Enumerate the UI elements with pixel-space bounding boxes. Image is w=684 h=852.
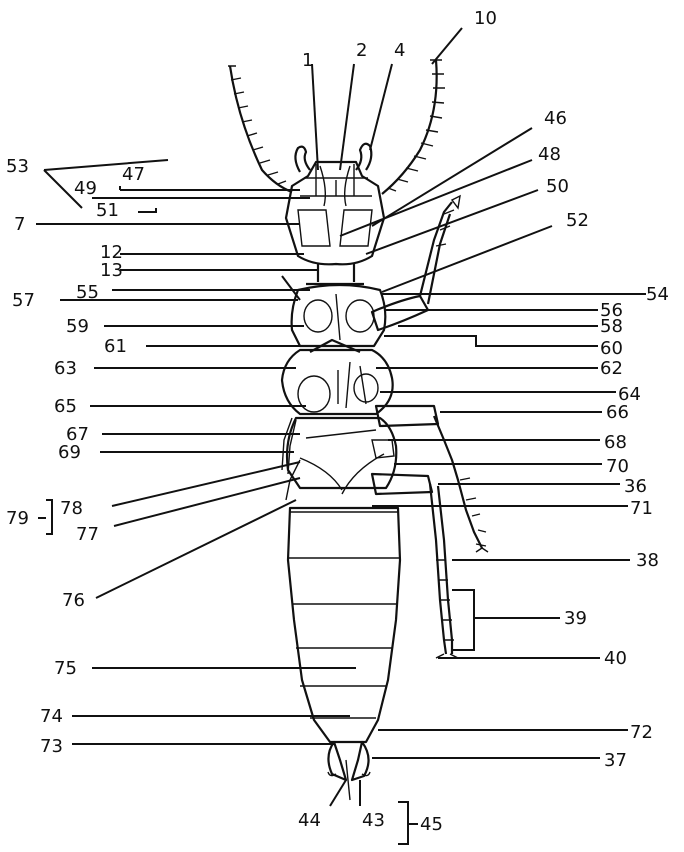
label-13: 13 xyxy=(100,260,123,281)
label-38: 38 xyxy=(636,550,659,571)
label-60: 60 xyxy=(600,338,623,359)
left-antenna xyxy=(228,66,292,192)
label-46: 46 xyxy=(544,108,567,129)
right-midleg xyxy=(376,406,488,552)
label-58: 58 xyxy=(600,316,623,337)
label-70: 70 xyxy=(606,456,629,477)
label-48: 48 xyxy=(538,144,561,165)
part-labels: 1 2 4 10 46 48 50 52 53 47 49 51 7 12 13… xyxy=(6,8,669,835)
label-50: 50 xyxy=(546,176,569,197)
label-4: 4 xyxy=(394,40,405,61)
label-69: 69 xyxy=(58,442,81,463)
label-72: 72 xyxy=(630,722,653,743)
label-79: 79 xyxy=(6,508,29,529)
label-65: 65 xyxy=(54,396,77,417)
label-43: 43 xyxy=(362,810,385,831)
label-74: 74 xyxy=(40,706,63,727)
metathorax xyxy=(287,418,396,494)
label-47: 47 xyxy=(122,164,145,185)
label-63: 63 xyxy=(54,358,77,379)
label-44: 44 xyxy=(298,810,321,831)
label-2: 2 xyxy=(356,40,367,61)
label-10: 10 xyxy=(474,8,497,29)
right-antenna xyxy=(382,60,445,194)
label-76: 76 xyxy=(62,590,85,611)
label-39: 39 xyxy=(564,608,587,629)
terminal-segments xyxy=(328,742,370,800)
label-54: 54 xyxy=(646,284,669,305)
label-37: 37 xyxy=(604,750,627,771)
label-61: 61 xyxy=(104,336,127,357)
label-45: 45 xyxy=(420,814,443,835)
abdomen xyxy=(288,508,400,742)
label-78: 78 xyxy=(60,498,83,519)
label-59: 59 xyxy=(66,316,89,337)
label-1: 1 xyxy=(302,50,313,71)
head xyxy=(286,162,384,264)
label-51: 51 xyxy=(96,200,119,221)
prothorax xyxy=(292,285,386,346)
mesothorax xyxy=(282,340,393,414)
label-36: 36 xyxy=(624,476,647,497)
left-mandible xyxy=(295,147,310,172)
label-57: 57 xyxy=(12,290,35,311)
label-73: 73 xyxy=(40,736,63,757)
label-53: 53 xyxy=(6,156,29,177)
label-66: 66 xyxy=(606,402,629,423)
label-62: 62 xyxy=(600,358,623,379)
label-55: 55 xyxy=(76,282,99,303)
label-49: 49 xyxy=(74,178,97,199)
label-52: 52 xyxy=(566,210,589,231)
label-71: 71 xyxy=(630,498,653,519)
label-7: 7 xyxy=(14,214,25,235)
insect-drawing xyxy=(228,60,488,800)
label-77: 77 xyxy=(76,524,99,545)
right-hindleg xyxy=(372,474,458,658)
label-68: 68 xyxy=(604,432,627,453)
neck xyxy=(306,264,364,284)
label-75: 75 xyxy=(54,658,77,679)
label-40: 40 xyxy=(604,648,627,669)
